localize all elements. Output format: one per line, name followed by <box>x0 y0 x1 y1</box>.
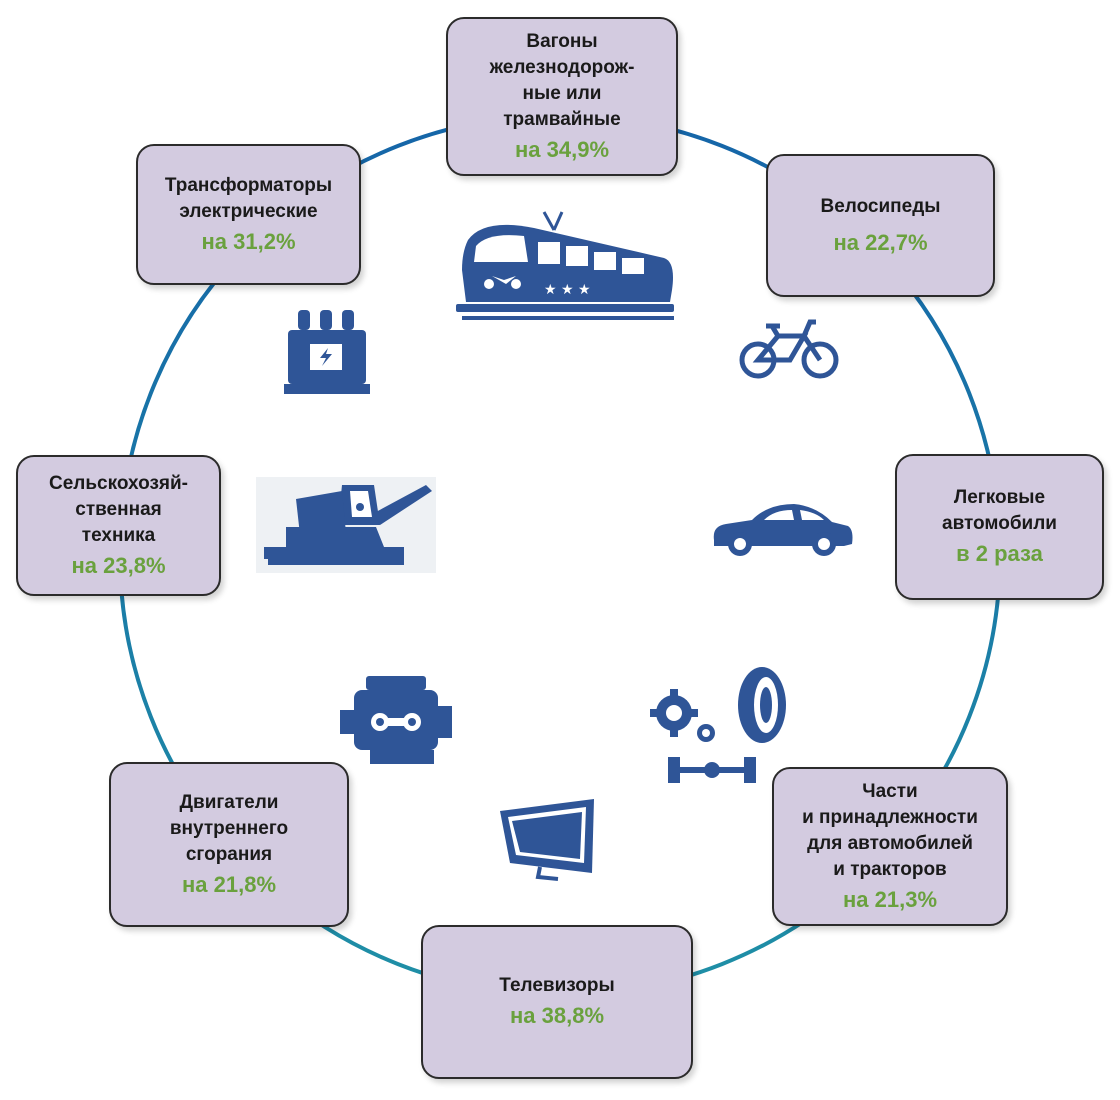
train-icon: ★ ★ ★ <box>456 211 674 320</box>
item-value: в 2 раза <box>956 541 1043 566</box>
item-value: на 38,8% <box>509 1003 604 1028</box>
item-label: Вагоны железнодорож- ные или трамвайные <box>489 30 635 130</box>
item-box-auto-parts: Части и принадлежности для автомобилей и… <box>772 767 1008 926</box>
auto-parts-icon <box>650 667 786 783</box>
item-box-tv: Телевизоры на 38,8% <box>421 925 693 1079</box>
bicycle-icon <box>739 319 839 379</box>
item-box-bicycles: Велосипеды на 22,7% <box>766 154 995 297</box>
item-box-wagons: Вагоны железнодорож- ные или трамвайные … <box>446 17 678 176</box>
item-label: Легковые автомобили <box>942 487 1057 534</box>
svg-text:★ ★ ★: ★ ★ ★ <box>544 282 591 298</box>
item-value: на 21,3% <box>842 886 937 912</box>
item-label: Двигатели внутреннего сгорания <box>169 791 289 865</box>
item-label: Телевизоры <box>499 975 615 996</box>
car-icon <box>713 504 853 556</box>
engine-icon <box>340 676 452 764</box>
item-label: Части и принадлежности для автомобилей и… <box>802 780 978 880</box>
item-label: Велосипеды <box>820 195 941 217</box>
item-box-transformers: Трансформаторы электрические на 31,2% <box>136 144 361 285</box>
transformer-icon <box>284 310 370 394</box>
item-value: на 21,8% <box>181 871 276 897</box>
combine-harvester-icon <box>256 477 436 573</box>
item-value: на 34,9% <box>514 136 609 162</box>
item-value: на 22,7% <box>833 229 928 255</box>
item-box-cars: Легковые автомобили в 2 раза <box>895 454 1104 600</box>
item-value: на 23,8% <box>71 552 166 578</box>
tv-icon <box>500 799 594 881</box>
item-label: Сельскохозяй- ственная техника <box>49 472 188 546</box>
item-label: Трансформаторы электрические <box>164 174 333 222</box>
item-value: на 31,2% <box>201 228 296 254</box>
item-box-agri: Сельскохозяй- ственная техника на 23,8% <box>16 455 221 596</box>
item-box-engines: Двигатели внутреннего сгорания на 21,8% <box>109 762 349 927</box>
